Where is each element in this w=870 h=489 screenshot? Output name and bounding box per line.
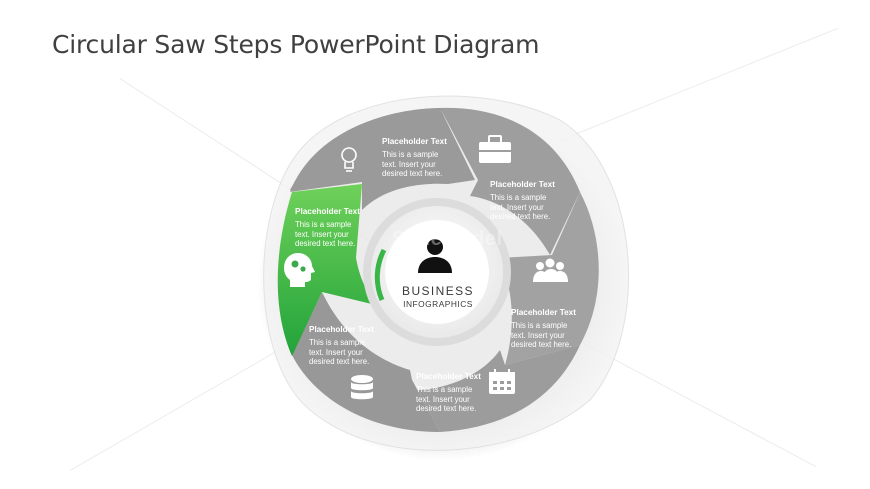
center-title: BUSINESS — [402, 284, 474, 298]
calendar-icon — [489, 369, 515, 394]
segment-bottom-text: Placeholder Text This is a sample text. … — [416, 372, 512, 414]
segment-top-text: Placeholder Text This is a sample text. … — [382, 137, 478, 179]
segment-heading: Placeholder Text — [382, 137, 447, 146]
segment-body: This is a sample text. Insert your desir… — [295, 220, 356, 249]
segment-body: This is a sample text. Insert your desir… — [511, 321, 572, 350]
segment-heading: Placeholder Text — [511, 308, 576, 317]
head-gears-icon — [284, 253, 315, 287]
segment-body: This is a sample text. Insert your desir… — [382, 150, 443, 179]
segment-upper-left — [277, 184, 380, 356]
team-icon — [533, 258, 568, 282]
database-icon — [351, 375, 373, 400]
center-subtitle: INFOGRAPHICS — [403, 299, 473, 309]
segment-upper-right — [440, 107, 580, 256]
segment-body: This is a sample text. Insert your desir… — [490, 193, 551, 222]
segment-body: This is a sample text. Insert your desir… — [309, 338, 370, 367]
segment-heading: Placeholder Text — [295, 207, 360, 216]
segment-upper-right-text: Placeholder Text This is a sample text. … — [490, 180, 586, 222]
lightbulb-icon — [341, 147, 357, 172]
segment-upper-left-text: Placeholder Text This is a sample text. … — [295, 207, 391, 249]
segment-lower-left-text: Placeholder Text This is a sample text. … — [309, 325, 405, 367]
inner-ring-accent — [374, 248, 387, 301]
briefcase-icon — [479, 135, 511, 163]
segment-heading: Placeholder Text — [309, 325, 374, 334]
segment-body: This is a sample text. Insert your desir… — [416, 385, 477, 414]
segment-heading: Placeholder Text — [416, 372, 481, 381]
segment-lower-left — [292, 292, 440, 432]
user-icon — [418, 239, 452, 273]
watermark: SlideModel — [392, 228, 503, 250]
segment-lower-right-text: Placeholder Text This is a sample text. … — [511, 308, 607, 350]
page-title: Circular Saw Steps PowerPoint Diagram — [52, 30, 540, 59]
segment-top — [290, 108, 475, 210]
segment-heading: Placeholder Text — [490, 180, 555, 189]
